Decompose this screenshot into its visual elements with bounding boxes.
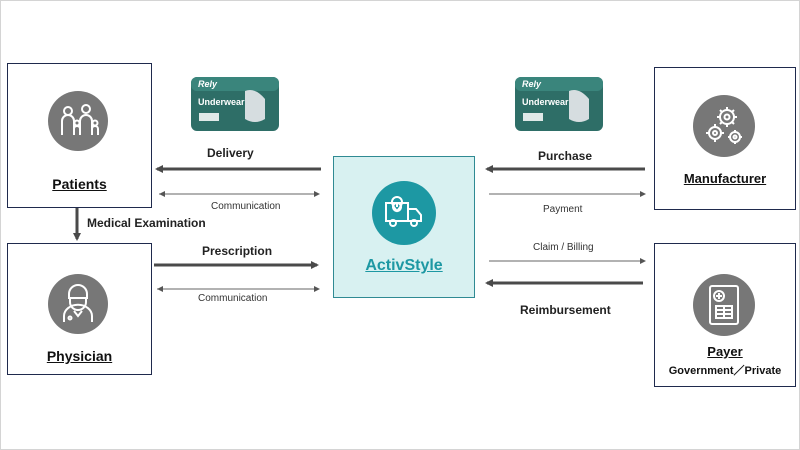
medical-form-icon bbox=[693, 274, 755, 336]
reimbursement-label: Reimbursement bbox=[520, 303, 611, 317]
family-icon bbox=[48, 91, 108, 151]
payer-sublabel: Government／Private bbox=[668, 365, 782, 377]
purchase-label: Purchase bbox=[538, 149, 593, 163]
payer-label: Payer bbox=[707, 344, 743, 359]
prescription-label: Prescription bbox=[202, 244, 273, 258]
product-name-left: Underwear bbox=[198, 97, 245, 107]
payer-box: Payer Government／Private bbox=[654, 243, 796, 387]
product-package-right: Rely Underwear bbox=[513, 73, 605, 135]
product-brand-right: Rely bbox=[522, 79, 542, 89]
activstyle-box: ActivStyle bbox=[333, 156, 475, 298]
manufacturer-box: Manufacturer bbox=[654, 67, 796, 210]
physician-box: Physician bbox=[7, 243, 152, 375]
manufacturer-label: Manufacturer bbox=[683, 171, 767, 186]
activstyle-label: ActivStyle bbox=[365, 257, 443, 274]
patients-label: Patients bbox=[52, 176, 107, 192]
payment-label: Payment bbox=[543, 204, 583, 215]
communication-physician-label: Communication bbox=[198, 293, 268, 304]
claim-billing-label: Claim / Billing bbox=[533, 242, 594, 253]
delivery-label: Delivery bbox=[207, 146, 254, 160]
physician-label: Physician bbox=[46, 348, 113, 364]
product-name-right: Underwear bbox=[522, 97, 569, 107]
product-brand-left: Rely bbox=[198, 79, 218, 89]
medical-examination-label: Medical Examination bbox=[87, 216, 206, 230]
product-package-left: Rely Underwear bbox=[189, 73, 281, 135]
gears-icon bbox=[693, 95, 755, 157]
doctor-icon bbox=[48, 274, 108, 334]
communication-patients-label: Communication bbox=[211, 201, 281, 212]
patients-box: Patients bbox=[7, 63, 152, 208]
delivery-truck-icon bbox=[372, 181, 436, 245]
